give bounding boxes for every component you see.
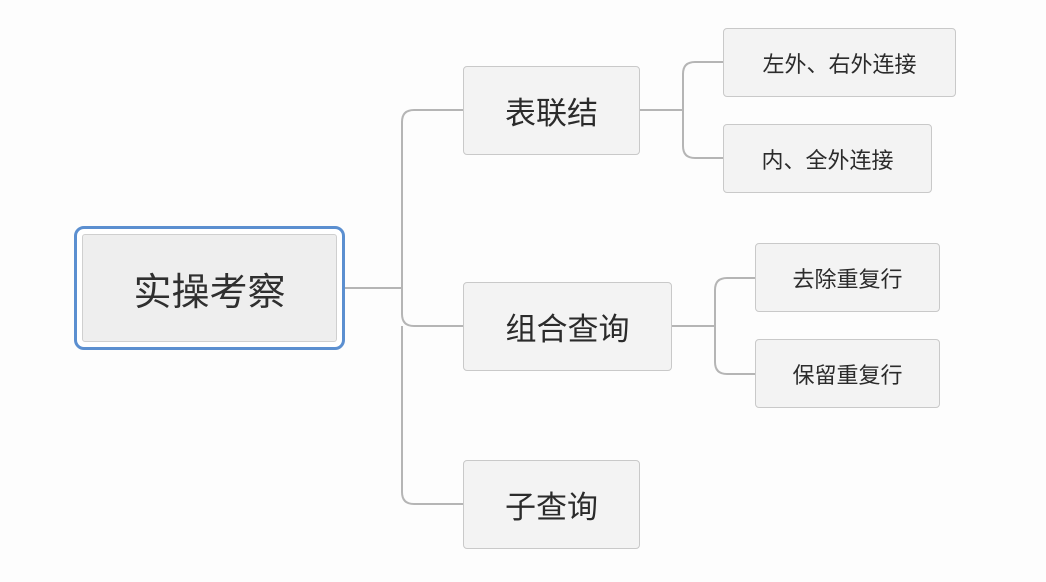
connector-to-zuhechaxun (401, 288, 463, 327)
connector-to-biaolianjie (401, 109, 463, 288)
branch-node-zichaxun[interactable]: 子查询 (463, 460, 640, 549)
connector-to-zichaxun (401, 326, 463, 505)
leaf-node-nei[interactable]: 内、全外连接 (723, 124, 932, 193)
root-node[interactable]: 实操考察 (74, 226, 345, 350)
connector-to-baoliu (714, 326, 755, 375)
branch-node-zuhechaxun[interactable]: 组合查询 (463, 282, 672, 371)
leaf-node-zuowai[interactable]: 左外、右外连接 (723, 28, 956, 97)
connector-to-nei (682, 110, 723, 159)
connector-to-quchu (714, 277, 755, 326)
leaf-node-quchu[interactable]: 去除重复行 (755, 243, 940, 312)
connector-to-zuowai (682, 61, 723, 110)
leaf-node-baoliu[interactable]: 保留重复行 (755, 339, 940, 408)
root-node-label: 实操考察 (82, 234, 337, 342)
branch-node-biaolianjie[interactable]: 表联结 (463, 66, 640, 155)
